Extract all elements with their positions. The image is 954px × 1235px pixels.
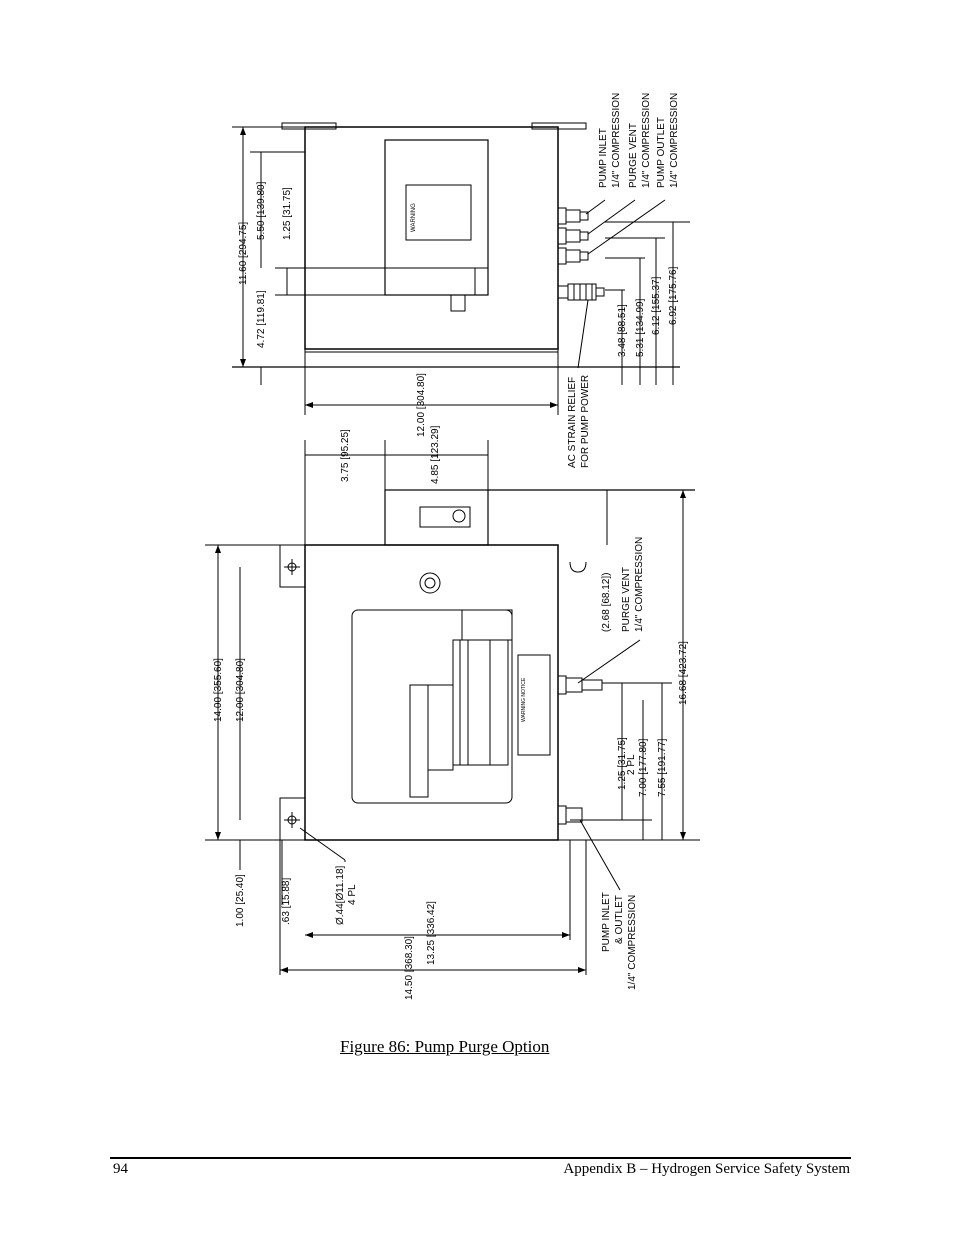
callout-purge-vent-front-size: 1/4" COMPRESSION [634,537,645,632]
dim-12-00-front: 12.00 [304.80] [235,658,246,722]
front-view [205,440,700,975]
dim-hole-diameter: Ø.44[Ø11.18] [335,865,346,925]
dim-7-00: 7.00 [177.80] [638,738,649,797]
dim-13-25: 13.25 [336.42] [426,901,437,965]
footer-rule [110,1157,851,1159]
dim-11-60: 11.60 [294.75] [238,222,249,285]
dim-16-68: 16.68 [423.72] [678,641,689,705]
warning-label-text: WARNING [411,203,417,232]
front-top-box [384,489,489,546]
notice-label [517,654,551,756]
dim-6-92: 6.92 [175.76] [668,266,679,325]
dim-5-31: 5.31 [134.99] [635,298,646,357]
dim-2-pl: 2 PL [626,754,637,775]
callout-pump-inlet-outlet: PUMP INLET [601,892,612,952]
callout-purge-vent: PURGE VENT [628,123,639,188]
dim-2-68: (2.68 [68.12]) [601,573,612,632]
warning-label [405,184,472,241]
callout-pump-inlet-outlet-2: & OUTLET [614,895,625,944]
dim-4-85: 4.85 [123.29] [430,425,441,484]
dim-0-63: .63 [15.88] [281,878,292,925]
callout-pump-inlet-size: 1/4" COMPRESSION [611,93,622,188]
dim-4-72: 4.72 [119.81] [256,290,267,348]
section-title: Appendix B – Hydrogen Service Safety Sys… [563,1161,850,1177]
top-fittings [557,207,605,301]
page-number: 94 [113,1161,128,1177]
callout-ac-strain-relief-2: FOR PUMP POWER [580,375,591,468]
arrowheads [215,127,686,973]
pump-window [351,609,513,804]
top-view [232,122,690,415]
dim-14-00: 14.00 [355.60] [213,658,224,722]
callout-purge-vent-front: PURGE VENT [621,567,632,632]
dim-1-25-front: 1.25 [31.75] [617,737,628,790]
callout-pump-inlet: PUMP INLET [598,128,609,188]
dim-7-55: 7.55 [191.77] [657,738,668,797]
callout-ac-strain-relief: AC STRAIN RELIEF [567,377,578,468]
dim-14-50: 14.50 [368.30] [404,936,415,1000]
callout-pump-outlet: PUMP OUTLET [656,117,667,188]
callout-pump-outlet-size: 1/4" COMPRESSION [669,93,680,188]
dim-3-48: 3.48 [88.51] [617,304,628,357]
dim-12-00-top: 12.00 [304.80] [416,373,427,437]
notice-label-text: WARNING NOTICE [521,677,527,722]
dim-3-75: 3.75 [95.25] [340,429,351,482]
dim-4-pl: 4 PL [347,884,358,905]
top-view-enclosure [304,126,559,350]
dim-6-12: 6.12 [155.37] [651,276,662,335]
callout-pump-inlet-outlet-size: 1/4" COMPRESSION [627,895,638,990]
callout-purge-vent-size: 1/4" COMPRESSION [641,93,652,188]
controller-box [384,139,489,296]
dim-5-50: 5.50 [139.80] [256,181,267,240]
figure-caption: Figure 86: Pump Purge Option [340,1037,550,1056]
dim-1-00: 1.00 [25.40] [235,874,246,927]
dim-1-25: 1.25 [31.75] [282,187,293,240]
